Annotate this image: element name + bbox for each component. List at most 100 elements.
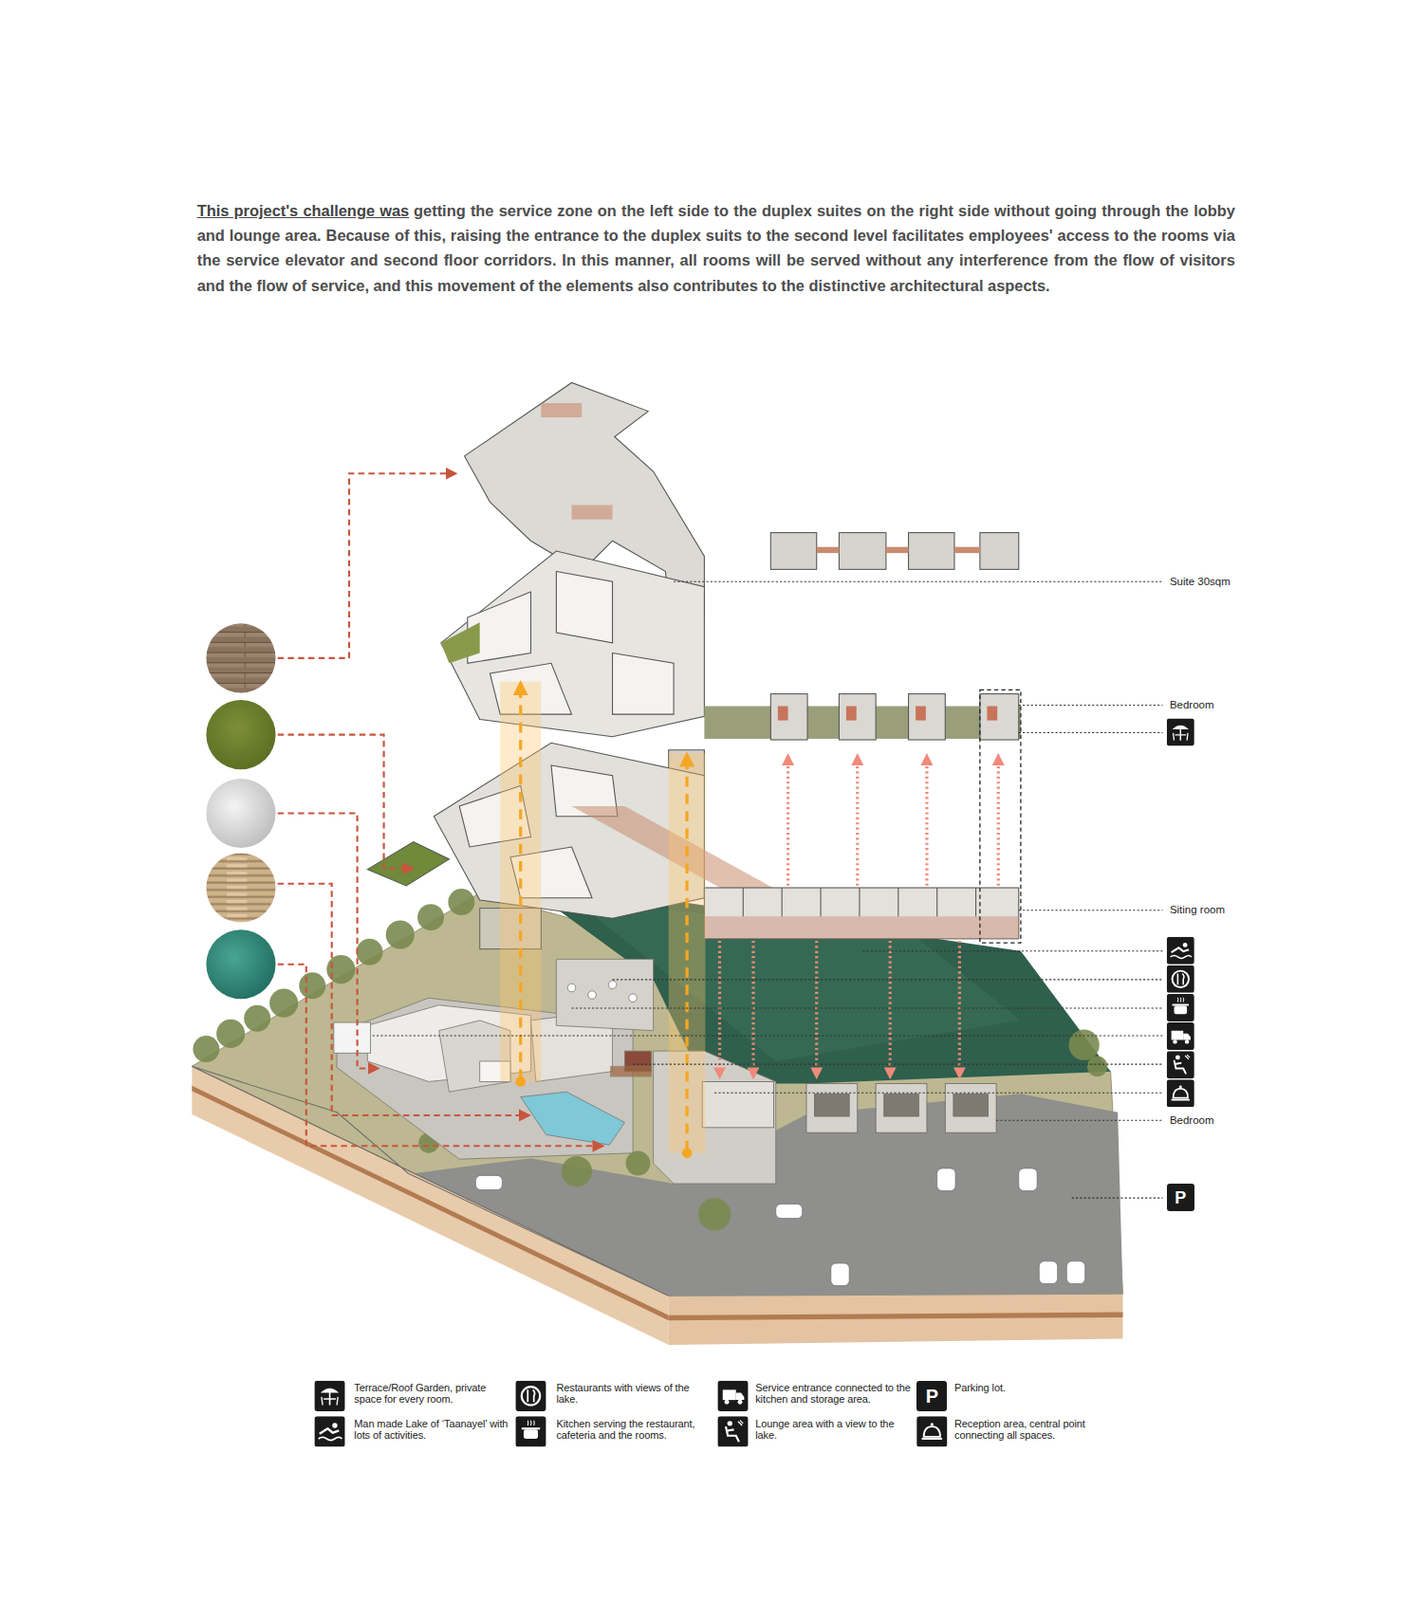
service-building-part [333, 1022, 371, 1054]
upper-floor-part [838, 694, 876, 741]
upper-floor-part [846, 706, 857, 722]
legend-icons [314, 1381, 947, 1448]
ground-bedrooms-part [806, 1084, 858, 1134]
icon-letter: P [925, 1387, 939, 1407]
legend-icons-part [515, 1416, 546, 1447]
guest-circulation-part [786, 758, 790, 886]
suite-plan-part [954, 547, 981, 554]
site-slab-part [668, 1313, 1124, 1322]
service-building-part [629, 994, 638, 1003]
guest-circulation-part [751, 941, 755, 1074]
service-elevators-part [499, 682, 541, 1083]
guest-circulation-part [997, 758, 1000, 886]
parking-icon: P [916, 1381, 947, 1412]
first-floor-part [858, 888, 860, 917]
guest-circulation-part [958, 941, 962, 1074]
label-leaders-part [632, 1064, 1163, 1066]
first-floor-part [820, 888, 822, 917]
service-building-part [439, 1020, 511, 1092]
guest-circulation-part [855, 758, 859, 886]
cars-part [831, 1263, 850, 1287]
material-leaders-part [277, 884, 530, 1116]
label-leaders-part [372, 1035, 1164, 1037]
legend-icons-part [717, 1381, 748, 1412]
label-leaders-part [996, 1120, 1163, 1122]
trees-part [356, 939, 384, 966]
material-swatches-part [205, 778, 276, 849]
material-leaders-part [277, 735, 413, 870]
first-floor-part [897, 888, 899, 917]
legend-text: Man made Lake of ‘Taanayel’ with lots of… [353, 1418, 511, 1443]
ground-bedrooms-part [953, 1093, 989, 1117]
trees-part [216, 1019, 245, 1049]
label-leaders-part [572, 1007, 1164, 1009]
first-floor-part [975, 888, 977, 917]
ground-bedrooms-part [875, 1084, 927, 1134]
material-leaders-part [277, 473, 456, 659]
service-elevators-part [682, 1147, 693, 1159]
guest-circulation-part [888, 941, 892, 1074]
ground-bedrooms-part [944, 1084, 997, 1134]
service-building-part [567, 983, 576, 993]
suite-plan-part [838, 533, 886, 571]
upper-floor-part [915, 706, 926, 722]
guest-circulation-part [925, 758, 928, 886]
trees-part [298, 972, 326, 1000]
material-swatches-part [205, 623, 276, 693]
trees-part [447, 888, 475, 916]
view-label: Suite 30sqm [1168, 574, 1232, 589]
label-leaders-part [1018, 732, 1164, 734]
suite-plan-part [886, 547, 909, 554]
zone-icons-part [1166, 718, 1195, 746]
material-swatches-part [205, 700, 276, 770]
roof-plan-part [540, 403, 582, 418]
label-leaders-part [862, 950, 1163, 952]
ground-bedrooms-part [702, 1081, 774, 1128]
lead-in: This project's challenge was [197, 202, 409, 220]
trees-part [1068, 1030, 1099, 1061]
zone-icons-part [1166, 1051, 1195, 1079]
label-leaders [372, 581, 1164, 1199]
legend-text: Service entrance connected to the kitche… [755, 1382, 912, 1407]
first-floor-part [742, 888, 744, 917]
zone-icons-part [1166, 1022, 1195, 1051]
label-leaders-part [1018, 909, 1164, 911]
trees-part [192, 1036, 220, 1063]
upper-floor-part [612, 653, 675, 716]
legend-text: Parking lot. [954, 1382, 1111, 1395]
service-building-part [608, 980, 617, 990]
view-label: Siting room [1168, 903, 1226, 917]
cars-part [1018, 1168, 1037, 1192]
upper-floor-part [777, 706, 789, 722]
legend-text: Reception area, central point connecting… [954, 1418, 1111, 1443]
cars-part [776, 1204, 803, 1220]
trees-part [386, 920, 415, 949]
upper-floor-part [770, 694, 808, 741]
label-leaders-part [714, 1092, 1163, 1094]
service-elevators-part [668, 753, 706, 1154]
service-building-part [555, 959, 653, 1031]
first-floor-part [703, 916, 1018, 940]
suite-plan-part [770, 533, 816, 571]
intro-paragraph: This project's challenge wasgetting the … [197, 198, 1236, 298]
label-leaders-part [673, 581, 1163, 583]
legend-text: Terrace/Roof Garden, private space for e… [353, 1382, 511, 1407]
cars-part [1066, 1261, 1085, 1285]
trees-part [626, 1151, 651, 1177]
label-leaders-part [1072, 1198, 1164, 1200]
ground-bedrooms [702, 1081, 997, 1133]
upper-floor-part [986, 706, 998, 722]
view-label: Bedroom [1168, 1113, 1216, 1128]
service-elevators-part [518, 687, 522, 1080]
legend-icons-part [515, 1381, 546, 1412]
icon-letter: P [1174, 1189, 1186, 1207]
legend-text: Lounge area with a view to the lake. [755, 1418, 912, 1443]
trees-part [698, 1198, 731, 1231]
zone-icons-part [1166, 937, 1195, 965]
service-elevators-part [684, 758, 688, 1151]
view-label: Bedroom [1168, 698, 1216, 712]
trees-part [326, 955, 355, 984]
legend-icons-part [314, 1416, 345, 1447]
ground-bedrooms-part [814, 1093, 851, 1117]
upper-floor-part [908, 694, 946, 741]
